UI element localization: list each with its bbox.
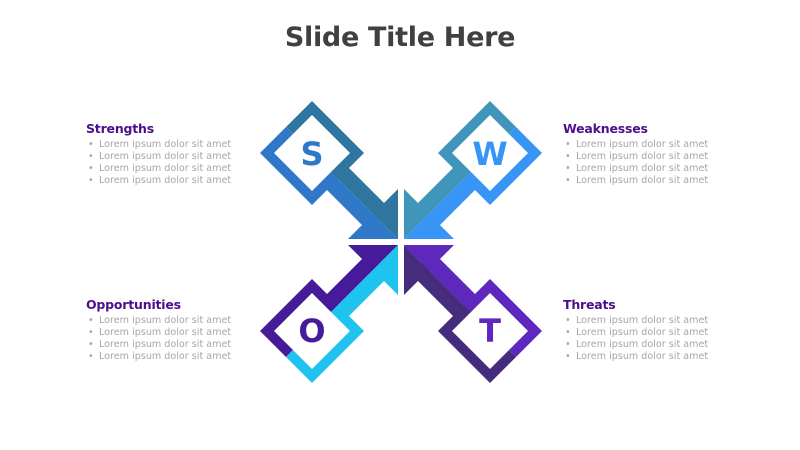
opportunities-heading: Opportunities xyxy=(86,297,181,312)
threats-arrow xyxy=(404,245,542,383)
bullet-icon: • xyxy=(88,163,94,174)
list-item: •Lorem ipsum dolor sit amet xyxy=(88,327,232,338)
opportunities-letter: O xyxy=(298,312,325,350)
opportunities-arrow xyxy=(260,245,398,383)
threats-letter: T xyxy=(479,312,501,350)
list-item: •Lorem ipsum dolor sit amet xyxy=(88,351,232,362)
list-item: •Lorem ipsum dolor sit amet xyxy=(88,163,232,174)
list-item: •Lorem ipsum dolor sit amet xyxy=(565,315,709,326)
bullet-icon: • xyxy=(88,327,94,338)
list-item: •Lorem ipsum dolor sit amet xyxy=(565,327,709,338)
opportunities-block: Opportunities •Lorem ipsum dolor sit ame… xyxy=(86,297,286,363)
bullet-icon: • xyxy=(565,339,571,350)
weaknesses-block: Weaknesses •Lorem ipsum dolor sit amet •… xyxy=(563,121,763,187)
list-item: •Lorem ipsum dolor sit amet xyxy=(88,339,232,350)
list-item: •Lorem ipsum dolor sit amet xyxy=(88,139,232,150)
list-item: •Lorem ipsum dolor sit amet xyxy=(88,175,232,186)
bullet-icon: • xyxy=(565,139,571,150)
slide-title: Slide Title Here xyxy=(284,22,516,53)
bullet-icon: • xyxy=(565,315,571,326)
weaknesses-list: •Lorem ipsum dolor sit amet •Lorem ipsum… xyxy=(563,139,763,187)
weaknesses-arrow xyxy=(404,101,542,239)
list-item: •Lorem ipsum dolor sit amet xyxy=(565,339,709,350)
bullet-icon: • xyxy=(88,175,94,186)
bullet-icon: • xyxy=(88,315,94,326)
list-item: •Lorem ipsum dolor sit amet xyxy=(565,151,709,162)
strengths-block: Strengths •Lorem ipsum dolor sit amet •L… xyxy=(86,121,286,187)
list-item: •Lorem ipsum dolor sit amet xyxy=(88,151,232,162)
list-item: •Lorem ipsum dolor sit amet xyxy=(88,315,232,326)
list-item: •Lorem ipsum dolor sit amet xyxy=(565,351,709,362)
list-item: •Lorem ipsum dolor sit amet xyxy=(565,163,709,174)
weaknesses-letter: W xyxy=(472,135,507,173)
list-item: •Lorem ipsum dolor sit amet xyxy=(565,175,709,186)
bullet-icon: • xyxy=(88,339,94,350)
bullet-icon: • xyxy=(88,151,94,162)
strengths-letter: S xyxy=(300,135,323,173)
bullet-icon: • xyxy=(88,139,94,150)
bullet-icon: • xyxy=(88,351,94,362)
bullet-icon: • xyxy=(565,351,571,362)
threats-heading: Threats xyxy=(563,297,616,312)
strengths-list: •Lorem ipsum dolor sit amet •Lorem ipsum… xyxy=(86,139,286,187)
bullet-icon: • xyxy=(565,327,571,338)
threats-block: Threats •Lorem ipsum dolor sit amet •Lor… xyxy=(563,297,763,363)
strengths-arrow xyxy=(260,101,398,239)
list-item: •Lorem ipsum dolor sit amet xyxy=(565,139,709,150)
bullet-icon: • xyxy=(565,175,571,186)
threats-list: •Lorem ipsum dolor sit amet •Lorem ipsum… xyxy=(563,315,763,363)
bullet-icon: • xyxy=(565,163,571,174)
bullet-icon: • xyxy=(565,151,571,162)
opportunities-list: •Lorem ipsum dolor sit amet •Lorem ipsum… xyxy=(86,315,286,363)
weaknesses-heading: Weaknesses xyxy=(563,121,648,136)
strengths-heading: Strengths xyxy=(86,121,154,136)
